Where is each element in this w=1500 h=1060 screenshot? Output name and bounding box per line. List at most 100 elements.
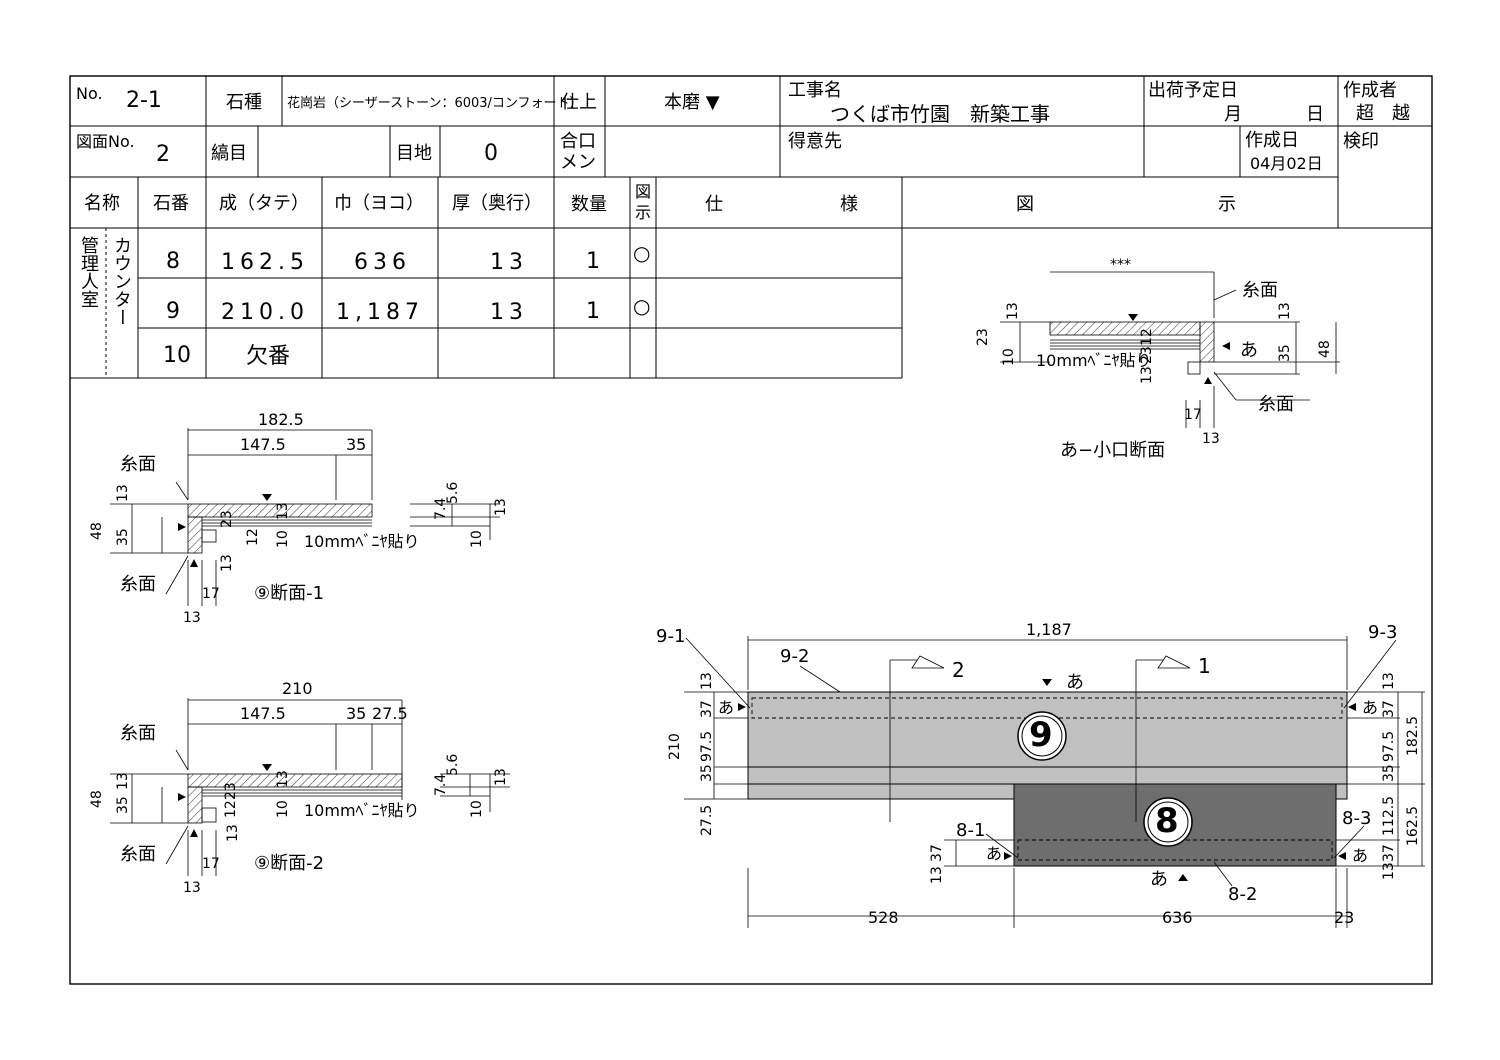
plan-label-8-2: 8-2 — [1228, 884, 1258, 905]
edge-itomen-bottom: 糸面 — [1258, 394, 1294, 415]
drawing-no-value: 2 — [156, 142, 170, 167]
s2-dim-13e: 13 — [493, 768, 509, 786]
plan-a-mark-8-right: あ — [1352, 846, 1369, 865]
edge-itomen-top: 糸面 — [1242, 280, 1278, 301]
plan-a-mark-8-left: あ — [986, 844, 1003, 863]
s2-part-a: 147.5 — [240, 704, 286, 723]
edge-veneer: 10mmﾍﾞﾆﾔ貼り — [1036, 351, 1152, 370]
plan-left-dim-35: 35 — [699, 764, 715, 782]
s1-itomen-bottom: 糸面 — [120, 574, 156, 595]
project-value: つくば市竹園 新築工事 — [830, 102, 1050, 126]
edge-title: あ−小口断面 — [1060, 440, 1166, 461]
client-label: 得意先 — [788, 131, 842, 152]
plan-label-8-1: 8-1 — [956, 820, 986, 841]
edge-top-dim: *** — [1110, 257, 1131, 273]
plan-a-mark-right: あ — [1362, 698, 1379, 717]
s1-part-a: 147.5 — [240, 435, 286, 454]
goukuchi-label-2: メン — [560, 152, 596, 173]
author-label: 作成者 — [1343, 80, 1397, 101]
s1-dim-13: 13 — [115, 484, 131, 502]
created-label: 作成日 — [1245, 130, 1299, 151]
plan-small-dim-13: 13 — [929, 866, 945, 884]
plan-label-9-2: 9-2 — [780, 646, 810, 667]
piece-9-marker — [1017, 711, 1067, 761]
edge-dim-13a: 13 — [1005, 302, 1021, 320]
plan-label-8-3: 8-3 — [1342, 808, 1372, 829]
stamp-label: 検印 — [1343, 131, 1379, 152]
s1-dim-48: 48 — [89, 522, 105, 540]
s2-dim-17: 17 — [202, 856, 220, 872]
plan-left-dim-97-5: 97.5 — [699, 730, 715, 762]
ship-day: 日 — [1306, 104, 1324, 125]
plan-right-dim-35: 35 — [1381, 764, 1397, 782]
finish-value[interactable]: 本磨 ▼ — [664, 92, 720, 113]
group-room: 管理人室 — [78, 236, 99, 308]
piece-8-label: 8 — [1155, 801, 1179, 841]
row-9-height: 210.0 — [221, 300, 309, 325]
edge-dim-35: 35 — [1277, 344, 1293, 362]
s2-veneer: 10mmﾍﾞﾆﾔ貼り — [304, 801, 420, 820]
edge-dim-17: 17 — [1184, 407, 1202, 423]
plan-left-dim-13: 13 — [699, 672, 715, 690]
stone-value: 花崗岩（シーザーストーン：6003/コンフォート） — [287, 96, 583, 111]
s2-dim-23: 23 — [223, 782, 239, 800]
s1-dim-13e: 13 — [493, 498, 509, 516]
s1-veneer: 10mmﾍﾞﾆﾔ貼り — [304, 532, 420, 551]
s2-dim-5-6: 5.6 — [445, 753, 461, 776]
plan-section-ref-2: 2 — [952, 658, 965, 682]
stone-label: 石種 — [226, 92, 262, 113]
s1-dim-35: 35 — [115, 528, 131, 546]
joint-label: 目地 — [396, 143, 432, 164]
col-name-header: 名称 — [84, 193, 120, 214]
col-width-header: 巾（ヨコ） — [334, 193, 424, 214]
s2-title: ⑨断面-2 — [254, 853, 325, 874]
drawing-no-label: 図面No. — [76, 132, 135, 151]
goukuchi-label-1: 合口 — [560, 131, 596, 152]
no-label: No. — [76, 84, 103, 103]
group-item: カウンター — [111, 236, 132, 326]
plan-overall-width: 1,187 — [1026, 620, 1072, 639]
s2-dim-35: 35 — [115, 796, 131, 814]
plan-right-dim-112-5: 112.5 — [1381, 795, 1397, 836]
edge-dim-23: 23 — [975, 328, 991, 346]
col-depth-header: 厚（奥行） — [452, 193, 542, 214]
row-10-height: 欠番 — [246, 344, 291, 369]
plan-left-dim-37: 37 — [699, 700, 715, 718]
plan-right-dim-37b: 37 — [1381, 844, 1397, 862]
s2-dim-13: 13 — [115, 772, 131, 790]
s2-dim-10b: 10 — [469, 800, 485, 818]
plan-right-dim-13b: 13 — [1381, 862, 1397, 880]
edge-dim-12: 12 — [1139, 328, 1155, 346]
row-8-height: 162.5 — [221, 250, 309, 275]
s2-dim-12: 12 — [223, 800, 239, 818]
col-height-header: 成（タテ） — [219, 193, 309, 214]
plan-a-mark-bottom: あ — [1150, 869, 1168, 890]
s1-dim-12: 12 — [245, 528, 261, 546]
plan-right-dim-37: 37 — [1381, 700, 1397, 718]
row-8-qty: 1 — [586, 249, 600, 274]
s2-dim-48: 48 — [89, 790, 105, 808]
created-value: 04月02日 — [1250, 154, 1323, 173]
edge-a-mark: あ — [1240, 340, 1258, 361]
col-drawing-header-1: 図 — [1016, 194, 1034, 215]
col-spec-header-1: 仕 — [705, 194, 723, 215]
col-number-header: 石番 — [153, 193, 189, 214]
joint-value: 0 — [484, 141, 498, 166]
col-fig-header-2: 示 — [635, 203, 652, 222]
plan-label-9-3: 9-3 — [1368, 622, 1398, 643]
plan-right-dim-182-5: 182.5 — [1405, 715, 1421, 756]
row-9-qty: 1 — [586, 299, 600, 324]
s2-part-b: 35 — [346, 704, 367, 723]
sheet-border — [69, 75, 1433, 985]
s1-dim-23: 23 — [219, 510, 235, 528]
s1-dim-10: 10 — [275, 530, 291, 548]
edge-dim-13c: 13 — [1277, 302, 1293, 320]
plan-small-dim-37: 37 — [929, 844, 945, 862]
edge-dim-48: 48 — [1317, 340, 1333, 358]
row-8-number: 8 — [166, 249, 180, 274]
row-9-fig: ○ — [633, 294, 651, 318]
piece-8-marker — [1143, 797, 1193, 847]
s2-dim-10: 10 — [275, 800, 291, 818]
s2-itomen-bottom: 糸面 — [120, 844, 156, 865]
